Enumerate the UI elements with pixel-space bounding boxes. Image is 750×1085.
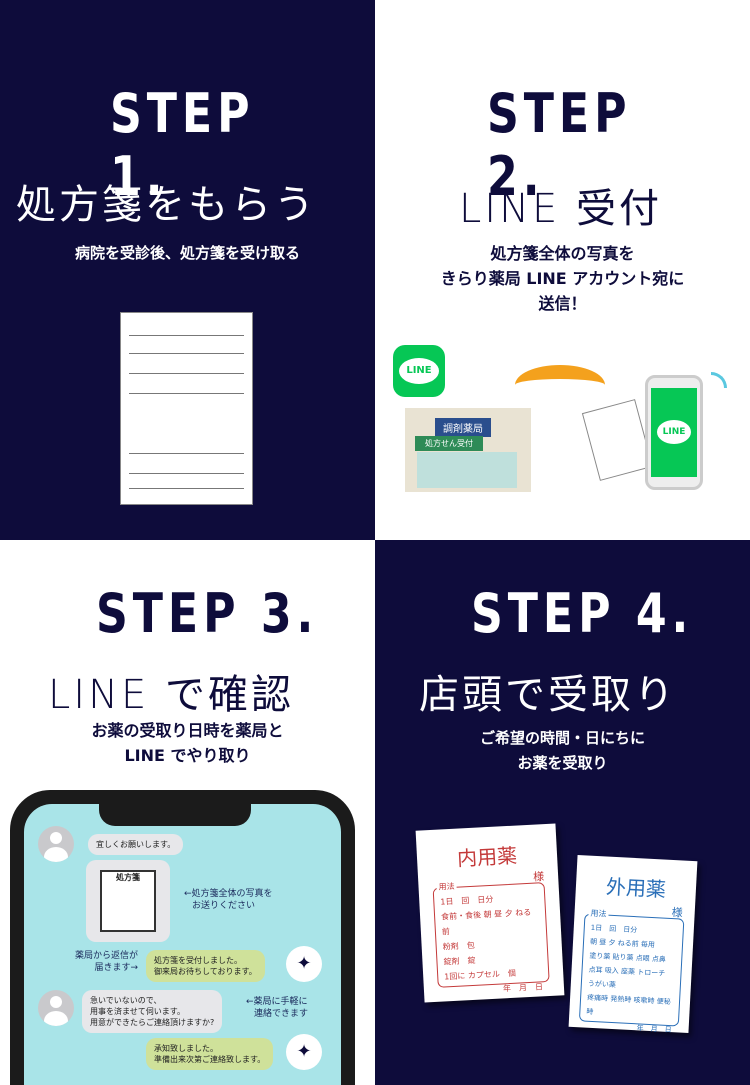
step3-subtitle: お薬の受取り日時を薬局と LINE でやり取り <box>0 718 375 768</box>
step4-panel: STEP 4. 店頭で受取り ご希望の時間・日にちに お薬を受取り 内用薬 様 … <box>375 540 750 1085</box>
step2-title: LINE 受付 <box>459 186 662 232</box>
msg-line: 急いでいないので、 <box>90 996 162 1005</box>
note-line: 届きます→ <box>94 963 138 973</box>
pharmacy-sign: 調剤薬局 <box>435 418 491 437</box>
subtitle-line: お薬を受取り <box>517 754 608 772</box>
phone-screen: 宜しくお願いします。 処方箋 ←処方箋全体の写真をお送りください 薬局から返信が… <box>24 804 341 1085</box>
reply-line: 御来局お待ちしております。 <box>154 967 257 976</box>
note-line: お送りください <box>192 901 256 911</box>
bag-youhou: 用法 <box>588 907 609 920</box>
step2-heading: STEP 2. <box>487 82 632 208</box>
note-line: 薬局から返信が <box>74 951 138 961</box>
step1-panel: STEP 1. 処方箋をもらう 病院を受診後、処方箋を受け取る <box>0 0 375 540</box>
smartphone-illustration: LINE <box>645 375 703 490</box>
annotation: ←薬局に手軽に連絡できます <box>246 996 308 1020</box>
phone-frame: 宜しくお願いします。 処方箋 ←処方箋全体の写真をお送りください 薬局から返信が… <box>10 790 355 1085</box>
pharmacy-banner: 処方せん受付 <box>415 436 483 451</box>
line-logo-text: LINE <box>399 358 439 384</box>
reply-line: 処方箋を受付しました。 <box>154 956 242 965</box>
subtitle-line: ご希望の時間・日にちに <box>479 729 645 747</box>
pharmacy-avatar: ✦ <box>286 1034 322 1070</box>
chat-image-message: 処方箋 <box>86 860 170 942</box>
subtitle-line: きらり薬局 LINE アカウント宛に <box>440 269 685 288</box>
signal-icon <box>711 372 727 388</box>
chat-message: 急いでいないので、用事を済ませて伺います。用意ができたらご連絡頂けますか? <box>82 990 223 1033</box>
bag-title: 外用薬 <box>605 874 667 902</box>
step4-subtitle: ご希望の時間・日にちに お薬を受取り <box>375 726 750 776</box>
phone-line-logo: LINE <box>657 420 691 444</box>
prescription-photo <box>581 399 654 481</box>
pharmacy-reply: 処方箋を受付しました。御来局お待ちしております。 <box>146 950 265 982</box>
step4-title: 店頭で受取り <box>419 672 677 718</box>
step3-title: LINE で確認 <box>48 672 294 718</box>
user-avatar <box>38 990 74 1026</box>
annotation: ←処方箋全体の写真をお送りください <box>184 888 273 912</box>
chat-message: 宜しくお願いします。 <box>88 834 184 855</box>
step4-heading: STEP 4. <box>471 582 694 645</box>
reply-line: 準備出来次第ご連絡致します。 <box>154 1055 266 1064</box>
note-line: 連絡できます <box>254 1009 309 1019</box>
step1-subtitle: 病院を受診後、処方箋を受け取る <box>74 244 300 262</box>
bag-instructions: 1日 回 日分 食前・食後 朝 昼 夕 ねる前 粉剤 包 錠剤 錠 1回に カプ… <box>432 882 550 993</box>
subtitle-line: お薬の受取り日時を薬局と <box>91 721 284 740</box>
subtitle-line: 処方箋全体の写真を <box>490 244 635 263</box>
bag-youhou: 用法 <box>436 880 457 893</box>
step3-panel: STEP 3. LINE で確認 お薬の受取り日時を薬局と LINE でやり取り… <box>0 540 375 1085</box>
bag-instructions: 1日 回 日分 朝 昼 夕 ねる前 毎用 塗り薬 貼り薬 点眼 点鼻 点耳 吸入… <box>578 913 685 1034</box>
step1-heading: STEP 1. <box>110 82 255 208</box>
bag-row: 疼痛時 発熱時 咳嗽時 便秘時 <box>586 993 671 1017</box>
msg-line: 用意ができたらご連絡頂けますか? <box>90 1018 215 1027</box>
reply-line: 承知致しました。 <box>154 1044 218 1053</box>
step2-panel: STEP 2. LINE 受付 処方箋全体の写真を きらり薬局 LINE アカウ… <box>375 0 750 540</box>
step3-heading: STEP 3. <box>96 582 319 645</box>
phone-notch <box>99 804 251 826</box>
subtitle-line: 送信！ <box>538 294 587 313</box>
pharmacy-reply: 承知致しました。準備出来次第ご連絡致します。 <box>146 1038 274 1070</box>
arrow-icon <box>515 365 605 405</box>
prescription-image <box>120 312 253 505</box>
line-app-icon: LINE <box>393 345 445 397</box>
internal-medicine-bag: 内用薬 様 1日 回 日分 食前・食後 朝 昼 夕 ねる前 粉剤 包 錠剤 錠 … <box>415 823 565 1003</box>
pharmacy-illustration: 調剤薬局 処方せん受付 <box>405 408 531 492</box>
annotation: 薬局から返信が届きます→ <box>64 950 138 974</box>
note-line: ←薬局に手軽に <box>246 997 308 1007</box>
msg-line: 用事を済ませて伺います。 <box>90 1007 185 1016</box>
external-medicine-bag: 外用薬 様 1日 回 日分 朝 昼 夕 ねる前 毎用 塗り薬 貼り薬 点眼 点鼻… <box>568 854 698 1034</box>
subtitle-line: LINE でやり取り <box>124 746 251 765</box>
user-avatar <box>38 826 74 862</box>
doc-label: 処方箋 <box>116 873 140 882</box>
step1-title: 処方箋をもらう <box>16 182 317 228</box>
step2-subtitle: 処方箋全体の写真を きらり薬局 LINE アカウント宛に 送信！ <box>375 241 750 316</box>
note-line: ←処方箋全体の写真を <box>184 889 273 899</box>
pharmacy-avatar: ✦ <box>286 946 322 982</box>
